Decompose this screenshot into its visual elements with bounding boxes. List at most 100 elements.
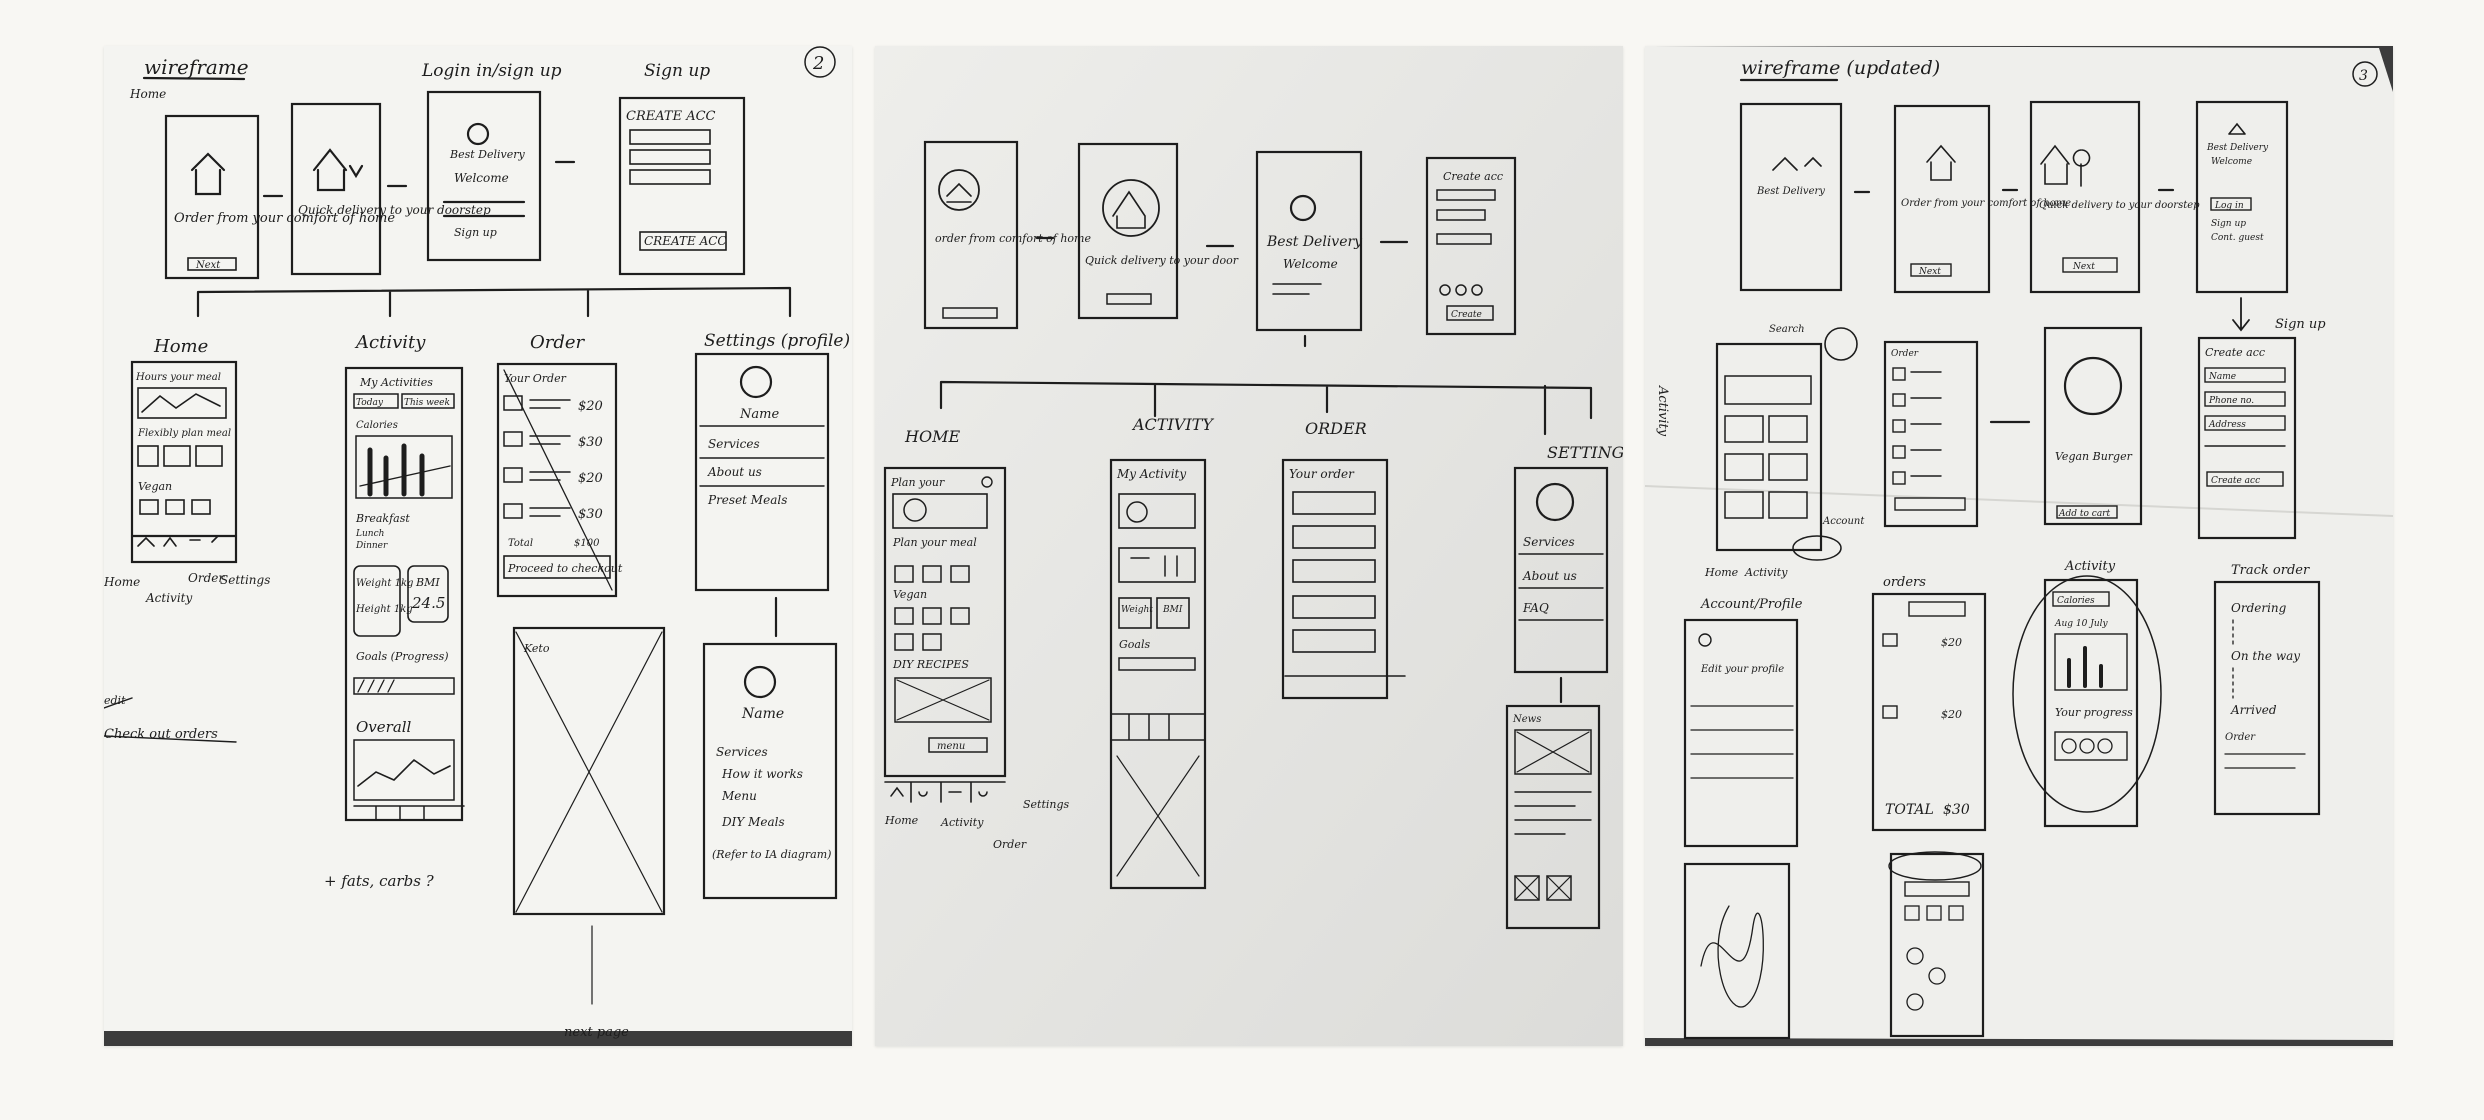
settings-detail-services: Services (716, 745, 768, 759)
home-menu: menu (937, 741, 965, 752)
settings-item-1: Services (708, 437, 760, 451)
section-order: ORDER (1305, 419, 1367, 438)
side-note-1: edit (104, 694, 126, 707)
activity-progress: Your progress (2055, 706, 2133, 719)
home-diy: DIY RECIPES (892, 658, 969, 671)
label-signup: Sign up (644, 61, 710, 81)
login-brand: Best Delivery (449, 148, 526, 161)
nav-label-activity: Activity (1744, 566, 1788, 579)
track-step-2: On the way (2231, 649, 2300, 663)
orders-section: orders (1883, 575, 1926, 590)
paper (875, 46, 1623, 1046)
create-title: Create acc (2205, 346, 2265, 359)
login-welcome: Welcome (454, 171, 509, 185)
keto-label: Keto (523, 642, 550, 655)
track-section: Track order (2231, 563, 2310, 578)
signup-title: CREATE ACC (626, 109, 716, 124)
order-price-2: $30 (578, 435, 603, 450)
edit-profile: Edit your profile (1700, 664, 1784, 675)
screen-4-signup: Sign up (2211, 219, 2246, 229)
section-activity: ACTIVITY (1131, 415, 1214, 434)
screen-4-welcome: Welcome (2211, 157, 2252, 167)
settings-item-3: FAQ (1522, 601, 1549, 615)
track-step-3: Arrived (2230, 703, 2277, 717)
orders-price-2: $20 (1941, 708, 1962, 721)
settings-item-2: About us (707, 465, 762, 479)
signup-label: Sign up (2275, 317, 2326, 332)
nav-label-home: Home (104, 575, 140, 589)
page-mark: 3 (2359, 68, 2368, 84)
orders-price-1: $20 (1941, 636, 1962, 649)
home-header: Plan your (890, 476, 945, 489)
section-activity: Activity (354, 332, 426, 353)
screen-4-brand: Best Delivery (2206, 143, 2269, 153)
activity-weight: Weight (1121, 605, 1153, 615)
signup-button: CREATE ACC (644, 234, 727, 248)
activity-dinner: Dinner (355, 541, 388, 551)
home-note: Home (129, 87, 166, 101)
activity-title: My Activities (359, 376, 433, 389)
label-login: Login in/sign up (421, 61, 562, 81)
activity-breakfast: Breakfast (355, 512, 410, 525)
order-price-4: $30 (578, 507, 603, 522)
activity-bmi: BMI (415, 576, 440, 589)
vegan-label: Vegan Burger (2055, 450, 2133, 463)
settings-detail-menu: Menu (721, 789, 757, 803)
screen-4-login: Log in (2214, 201, 2244, 211)
order-screen-label: Order (1891, 349, 1919, 359)
create-address: Address (2208, 420, 2246, 430)
home-line: Flexibly plan meal (137, 428, 231, 439)
activity-date: Aug 10 July (2054, 619, 2109, 629)
home-header: Hours your meal (135, 372, 221, 383)
order-header: Your order (1289, 467, 1355, 481)
screen-3-text: Quick delivery to your doorstep (2039, 200, 2200, 211)
tab-today: Today (356, 398, 384, 408)
photo-sketch-2: order from comfort of home Quick deliver… (875, 46, 1623, 1046)
nav-label-settings: Settings (220, 573, 270, 587)
order-total: Total (508, 538, 533, 549)
home-vegan: Vegan (893, 588, 927, 601)
sketch-2-canvas: order from comfort of home Quick deliver… (875, 46, 1623, 1046)
settings-detail-name: Name (741, 706, 784, 722)
nav-label-home: Home (1704, 566, 1739, 579)
activity-bmi-value: 24.5 (411, 594, 445, 612)
login-link: Sign up (454, 226, 497, 239)
settings-item-2: About us (1522, 569, 1577, 583)
nav-label-activity: Activity (145, 591, 192, 605)
nav-label-order: Order (993, 838, 1027, 851)
settings-item-3: Preset Meals (707, 493, 787, 507)
onboard-2-text: Quick delivery to your door (1085, 254, 1239, 267)
sketch-1-canvas: wireframe Home 2 Login in/sign up Sign u… (104, 46, 852, 1046)
track-step-1: Ordering (2231, 601, 2287, 615)
photo-sketch-3: wireframe (updated) 3 Best Delivery Orde… (1645, 46, 2393, 1046)
create-name: Name (2208, 372, 2236, 382)
desk-edge (104, 1031, 852, 1046)
news-label: News (1512, 714, 1541, 725)
fats-note: + fats, carbs ? (324, 872, 435, 890)
orders-total-value: $30 (1943, 802, 1970, 818)
settings-item-1: Services (1523, 535, 1575, 549)
screen-3-button: Next (2072, 262, 2095, 272)
settings-detail-how: How it works (721, 767, 803, 781)
activity-section: Activity (2064, 559, 2116, 574)
settings-detail-diy: DIY Meals (721, 815, 785, 829)
activity-lunch: Lunch (355, 529, 384, 539)
order-header: Your Order (504, 372, 567, 385)
home-vegan: Vegan (138, 480, 172, 493)
search-note: Search (1769, 324, 1805, 335)
activity-goals: Goals (Progress) (356, 650, 449, 663)
order-price-1: $20 (578, 399, 603, 414)
account-section: Account/Profile (1700, 597, 1803, 612)
home-plan: Plan your meal (892, 536, 977, 549)
settings-name: Name (739, 407, 779, 422)
track-step-4: Order (2225, 732, 2256, 743)
orders-total: TOTAL (1885, 802, 1934, 818)
photo-sketch-1: wireframe Home 2 Login in/sign up Sign u… (104, 46, 852, 1046)
order-price-3: $20 (578, 471, 603, 486)
activity-height: Height 1kg (355, 604, 413, 615)
section-settings: SETTINGS (1547, 443, 1623, 462)
screen-4-guest: Cont. guest (2211, 233, 2264, 243)
section-order: Order (530, 332, 586, 353)
section-home: HOME (904, 427, 960, 446)
section-settings: Settings (profile) (704, 331, 850, 351)
